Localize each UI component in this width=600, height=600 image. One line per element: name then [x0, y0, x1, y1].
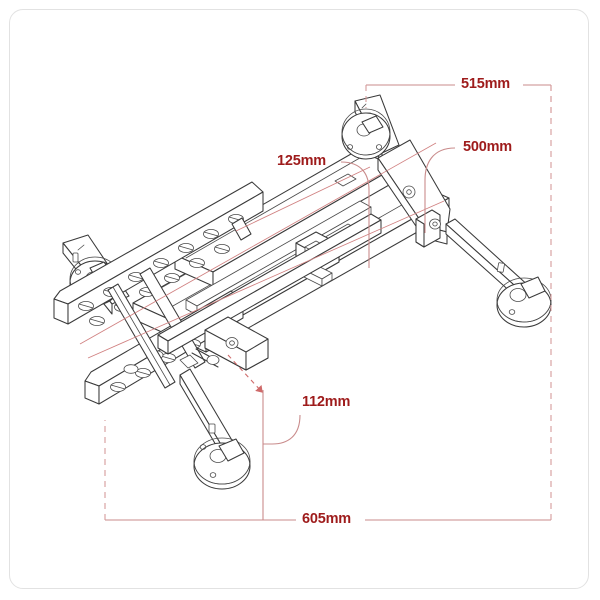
dimension-label-125mm: 125mm: [277, 153, 326, 169]
cross-brace-right: [231, 217, 252, 241]
right-caster-arm: [445, 218, 532, 304]
caster-wheel-rear: [341, 108, 391, 160]
front-bracket: [179, 316, 269, 371]
caster-wheel-front: [193, 437, 251, 490]
dimension-label-515mm: 515mm: [461, 76, 510, 92]
reference-axis-lines: [79, 142, 445, 359]
dimension-label-112mm: 112mm: [302, 394, 351, 410]
dimension-500mm: [424, 147, 456, 233]
machine-assembly: [53, 94, 552, 490]
dimension-label-605mm: 605mm: [302, 511, 351, 527]
cross-brace-left: [107, 283, 176, 389]
dimension-112mm: [227, 354, 301, 520]
dimension-605mm: [104, 85, 552, 521]
dimension-125mm: [340, 161, 370, 268]
dimension-label-500mm: 500mm: [463, 139, 512, 155]
caster-wheel-right: [496, 276, 552, 328]
beam-end-tab: [334, 173, 357, 187]
rear-foot-plate: [415, 209, 441, 248]
front-caster-arm: [179, 368, 234, 458]
dimension-515mm: [365, 84, 552, 120]
